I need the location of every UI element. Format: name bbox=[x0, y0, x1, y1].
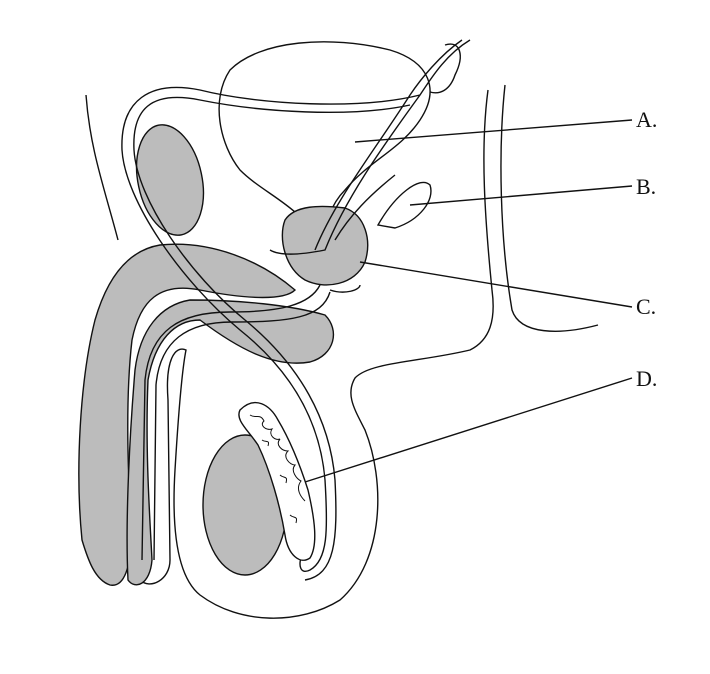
seminal-duct bbox=[334, 174, 396, 241]
vas-deferens bbox=[121, 39, 471, 581]
pubic-bone bbox=[135, 124, 205, 236]
ejaculatory-duct bbox=[429, 43, 461, 94]
prostate-gland bbox=[281, 205, 369, 286]
seminal-vesicle bbox=[376, 181, 432, 229]
buttock-outline bbox=[500, 84, 599, 332]
label-b: B. bbox=[636, 174, 657, 199]
leader-line-a bbox=[354, 119, 633, 143]
urethra bbox=[141, 284, 361, 561]
epididymis bbox=[238, 401, 316, 561]
label-c: C. bbox=[636, 294, 657, 319]
epididymis-coils bbox=[249, 414, 306, 524]
label-a: A. bbox=[636, 107, 658, 132]
leader-line-d bbox=[304, 377, 633, 483]
label-d: D. bbox=[636, 366, 658, 391]
corpus-spongiosum bbox=[126, 299, 335, 586]
bladder bbox=[218, 41, 431, 248]
body-outline-front bbox=[85, 94, 119, 241]
body-outline-back bbox=[139, 89, 494, 619]
leader-line-b bbox=[409, 185, 633, 206]
leader-line-c bbox=[359, 261, 633, 308]
